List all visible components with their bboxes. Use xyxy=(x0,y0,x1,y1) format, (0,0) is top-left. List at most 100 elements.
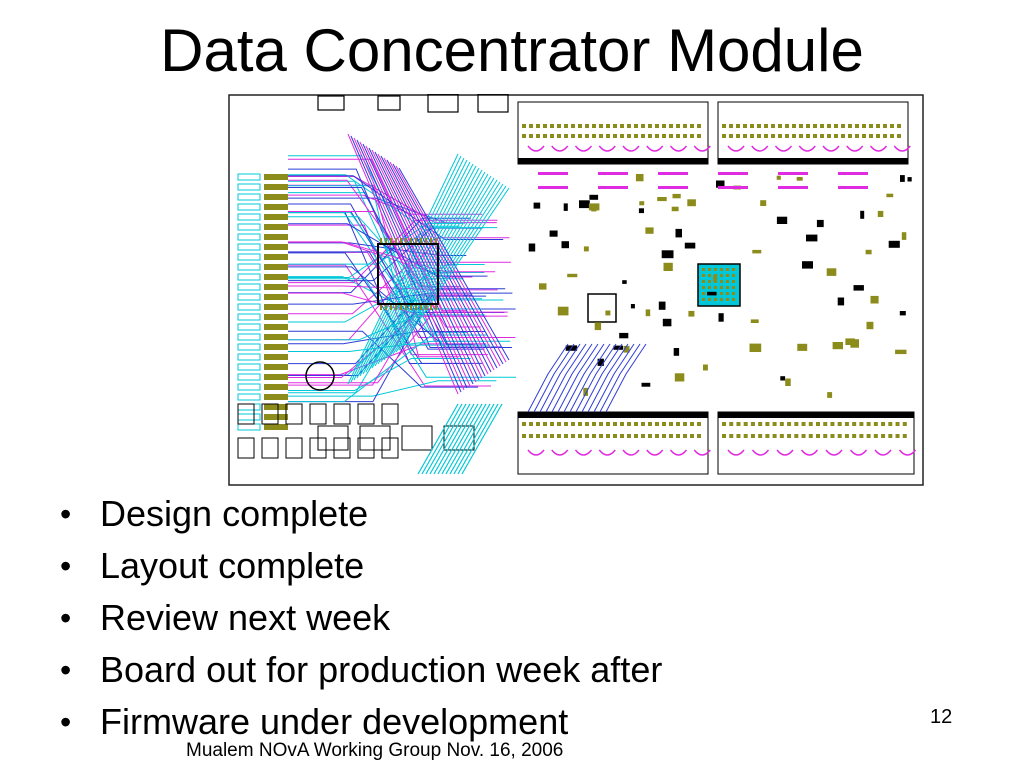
trace xyxy=(362,163,474,375)
component xyxy=(333,437,351,459)
component xyxy=(237,393,261,401)
trace xyxy=(461,403,503,475)
ball xyxy=(726,286,729,289)
pad xyxy=(792,124,796,128)
trace xyxy=(539,343,581,413)
trace xyxy=(574,449,593,456)
pad xyxy=(264,344,288,350)
pad xyxy=(820,134,824,138)
pad xyxy=(869,134,873,138)
trace xyxy=(386,179,498,359)
trace xyxy=(551,343,593,413)
ball xyxy=(708,286,711,289)
pad xyxy=(550,124,554,128)
pad xyxy=(785,124,789,128)
trace xyxy=(849,449,868,456)
component xyxy=(900,175,905,182)
connector-strip xyxy=(718,158,908,164)
pad xyxy=(902,434,907,438)
pad xyxy=(564,434,568,438)
pad xyxy=(823,434,828,438)
pad xyxy=(620,422,624,426)
component xyxy=(657,197,667,202)
component xyxy=(886,193,894,198)
pin xyxy=(435,305,437,310)
pad xyxy=(264,334,288,340)
component xyxy=(605,310,611,316)
component xyxy=(539,283,547,290)
pad xyxy=(888,434,893,438)
trace xyxy=(551,145,569,152)
pad xyxy=(813,134,817,138)
component xyxy=(583,246,589,252)
pad xyxy=(743,422,748,426)
component xyxy=(237,343,261,351)
pad xyxy=(264,384,288,390)
pad xyxy=(627,422,631,426)
pad-row xyxy=(718,172,748,175)
pad xyxy=(543,134,547,138)
component xyxy=(866,321,874,330)
pad xyxy=(844,434,849,438)
pad xyxy=(599,422,603,426)
pad xyxy=(743,134,747,138)
pad xyxy=(834,134,838,138)
component xyxy=(357,437,375,459)
connector xyxy=(317,95,345,111)
ball xyxy=(714,268,717,271)
trace xyxy=(288,330,479,388)
pad xyxy=(897,134,901,138)
trace xyxy=(441,403,483,475)
component xyxy=(802,261,813,269)
trace xyxy=(288,241,496,273)
regulator xyxy=(401,425,433,451)
trace xyxy=(551,449,569,456)
pin xyxy=(390,238,392,243)
pad xyxy=(876,124,880,128)
trace xyxy=(574,145,593,152)
trace xyxy=(646,449,664,456)
bullet-list: •Design complete •Layout complete •Revie… xyxy=(58,488,662,748)
trace xyxy=(622,449,640,456)
pad xyxy=(895,422,900,426)
trace xyxy=(288,176,497,224)
ball xyxy=(714,286,717,289)
component xyxy=(749,343,762,352)
component xyxy=(285,437,303,459)
component xyxy=(237,263,261,271)
pad xyxy=(627,124,631,128)
pad xyxy=(683,434,687,438)
pad xyxy=(264,254,288,260)
pad xyxy=(771,124,775,128)
trace xyxy=(288,278,516,378)
pad xyxy=(669,124,673,128)
component xyxy=(237,213,261,221)
component xyxy=(563,203,568,211)
trace xyxy=(800,449,819,456)
trace xyxy=(449,403,491,475)
pad xyxy=(722,134,726,138)
pad xyxy=(634,124,638,128)
trace xyxy=(395,185,507,353)
component xyxy=(583,387,588,396)
pad xyxy=(764,124,768,128)
ball xyxy=(732,268,735,271)
pad-row xyxy=(538,186,568,189)
pad xyxy=(697,124,701,128)
trace xyxy=(386,159,498,369)
regulator xyxy=(317,425,349,451)
pad xyxy=(888,422,893,426)
trace xyxy=(380,155,492,373)
pin xyxy=(435,238,437,243)
ball xyxy=(726,274,729,277)
pad xyxy=(827,134,831,138)
pin xyxy=(395,305,397,310)
trace xyxy=(527,449,545,456)
pin xyxy=(385,305,387,310)
pad xyxy=(750,434,755,438)
component xyxy=(237,293,261,301)
pad xyxy=(820,124,824,128)
connector xyxy=(377,95,401,111)
pad xyxy=(592,124,596,128)
pad xyxy=(758,434,763,438)
